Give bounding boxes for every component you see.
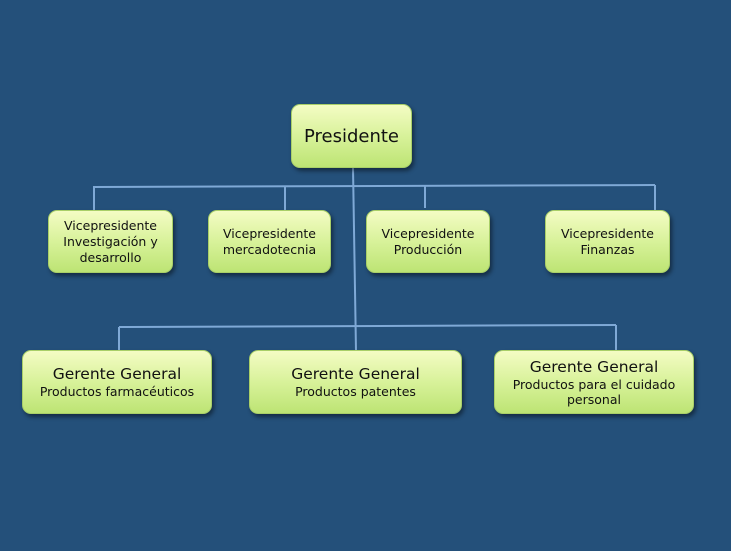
gm-title: Gerente General [529,357,659,376]
vp-research-box: Vicepresidente Investigación y desarroll… [48,210,173,273]
gm-area: Productos farmacéuticos [39,384,195,399]
vp-title: Vicepresidente [64,217,157,233]
vp-production-box: Vicepresidente Producción [366,210,490,273]
vp-title: Vicepresidente [223,225,316,241]
gm-patents-box: Gerente General Productos patentes [249,350,462,414]
vp-area: Finanzas [580,241,635,257]
connector-vp-bar [93,184,656,188]
vp-area: mercadotecnia [222,241,317,257]
vp-area: Investigación y desarrollo [63,233,158,265]
president-label: Presidente [303,125,400,147]
vp-marketing-box: Vicepresidente mercadotecnia [208,210,331,273]
president-box: Presidente [291,104,412,168]
connector-president-trunk [352,167,357,352]
gm-pharma-box: Gerente General Productos farmacéuticos [22,350,212,414]
gm-area: Productos para el cuidado personal [512,376,676,407]
vp-area: Producción [393,241,463,257]
gm-title: Gerente General [291,365,420,383]
vp-title: Vicepresidente [381,225,475,241]
gm-personal-care-box: Gerente General Productos para el cuidad… [494,350,694,414]
vp-title: Vicepresidente [561,225,654,241]
gm-title: Gerente General [52,365,182,383]
connector-gm-bar [118,324,617,328]
vp-finance-box: Vicepresidente Finanzas [545,210,670,273]
gm-area: Productos patentes [295,384,416,399]
